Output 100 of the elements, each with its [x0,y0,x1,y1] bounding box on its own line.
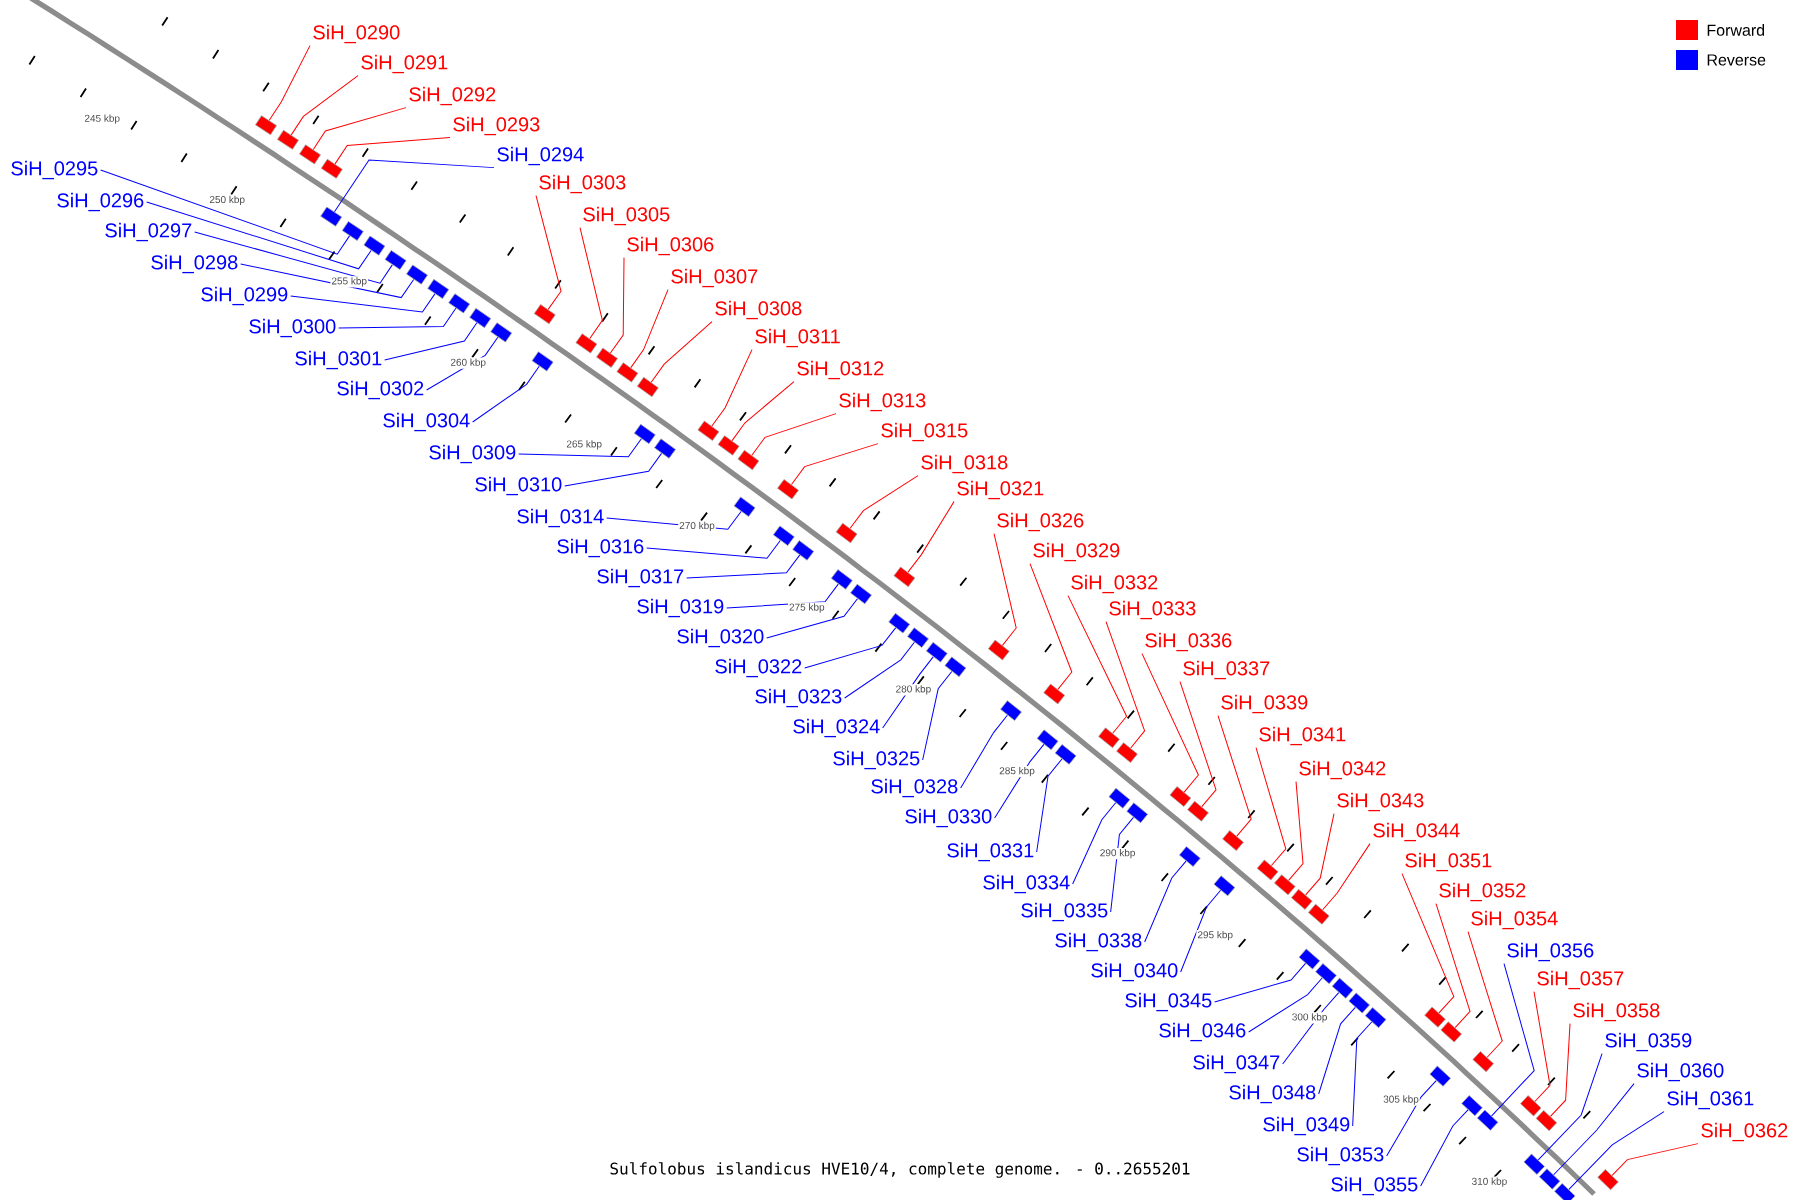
gene-label: SiH_0303 [539,174,626,194]
gene-label: SiH_0332 [1071,574,1158,594]
leader-line [1105,621,1146,749]
gene-label: SiH_0347 [1193,1054,1280,1074]
leader-line [1352,1021,1373,1127]
leader-line [1144,860,1187,943]
gene-block [1535,1110,1558,1132]
gene-block [830,569,853,590]
leader-line [907,501,955,573]
gene-label: SiH_0359 [1605,1032,1692,1052]
leader-line [1537,1053,1603,1161]
leader-line [1305,813,1335,896]
gene-label: SiH_0344 [1373,822,1460,842]
gene-block [1520,1095,1542,1117]
gene-block [717,435,740,456]
gene-label: SiH_0315 [881,422,968,442]
gene-block [1461,1095,1483,1117]
legend-label: Forward [1707,24,1765,36]
gene-label: SiH_0302 [337,380,424,400]
gene-block [1222,830,1244,851]
gene-label: SiH_0333 [1109,600,1196,620]
gene-block [448,293,471,314]
leader-line [1318,1006,1356,1095]
gene-block [792,540,815,561]
gene-label: SiH_0345 [1125,992,1212,1012]
gene-block [1274,874,1296,896]
gene-block [697,420,720,441]
gene-label: SiH_0336 [1145,632,1232,652]
gene-block [835,522,858,544]
gene-label: SiH_0310 [475,476,562,496]
leader-line [290,75,359,136]
gene-block [1291,888,1313,910]
gene-block [1298,948,1321,970]
gene-block [1054,744,1077,765]
gene-block [1364,1007,1387,1029]
gene-block [469,307,492,329]
gene-block [1331,977,1354,999]
gene-block [893,566,916,588]
gene-block [1169,786,1192,807]
leader-line [384,322,478,361]
gene-label: SiH_0293 [453,116,540,136]
leader-line [882,656,934,729]
gene-label: SiH_0341 [1259,726,1346,746]
leader-line [993,533,1017,646]
leader-line [1420,1109,1469,1187]
gene-block [944,656,967,678]
caption: Sulfolobus islandicus HVE10/4, complete genome. - 0..2655201 [610,1162,1190,1178]
gene-block [277,129,299,150]
leader-line [609,257,625,354]
gene-label: SiH_0346 [1159,1022,1246,1042]
gene-label: SiH_0329 [1033,542,1120,562]
leader-line [994,743,1045,819]
leader-line [100,169,350,255]
leader-line [579,227,603,340]
gene-block [384,250,407,270]
gene-label: SiH_0342 [1299,760,1386,780]
leader-line [960,714,1008,789]
gene-label: SiH_0309 [429,444,516,464]
gene-label: SiH_0311 [755,328,840,348]
gene-label: SiH_0296 [57,192,144,212]
gene-block [987,639,1010,661]
gene-label: SiH_0322 [715,658,802,678]
gene-label: SiH_0320 [677,628,764,648]
gene-label: SiH_0349 [1263,1116,1350,1136]
gene-block [1523,1153,1545,1175]
gene-label: SiH_0295 [11,160,98,180]
gene-label: SiH_0343 [1337,792,1424,812]
leader-line [268,45,311,121]
leader-line [849,475,919,529]
gene-block [533,304,556,325]
leader-line [731,381,795,442]
gene-block [633,423,656,445]
leader-line [1180,889,1222,973]
gene-label: SiH_0292 [409,86,496,106]
gene-block [733,496,756,517]
gene-label: SiH_0308 [715,300,802,320]
leader-line [804,627,897,669]
gene-block [1597,1169,1619,1191]
gene-label: SiH_0312 [797,360,884,380]
gene-block [1043,683,1066,705]
leader-line [1288,781,1304,881]
leader-line [334,159,495,213]
gene-label: SiH_0318 [921,454,1008,474]
leader-line [844,641,915,699]
leader-line [194,231,393,284]
leader-line [1248,977,1323,1033]
gene-block [850,583,872,605]
gene-label: SiH_0290 [313,24,400,44]
gene-label: SiH_0357 [1537,970,1624,990]
gene-label: SiH_0317 [597,568,684,588]
gene-label: SiH_0338 [1055,932,1142,952]
gene-label: SiH_0328 [871,778,958,798]
gene-block [925,641,948,663]
gene-label: SiH_0361 [1667,1090,1754,1110]
gene-block [596,347,618,368]
gene-block [616,362,639,383]
leader-line [1072,802,1117,885]
gene-block [737,449,760,471]
leader-line [1467,931,1503,1058]
leader-line [1036,758,1063,853]
